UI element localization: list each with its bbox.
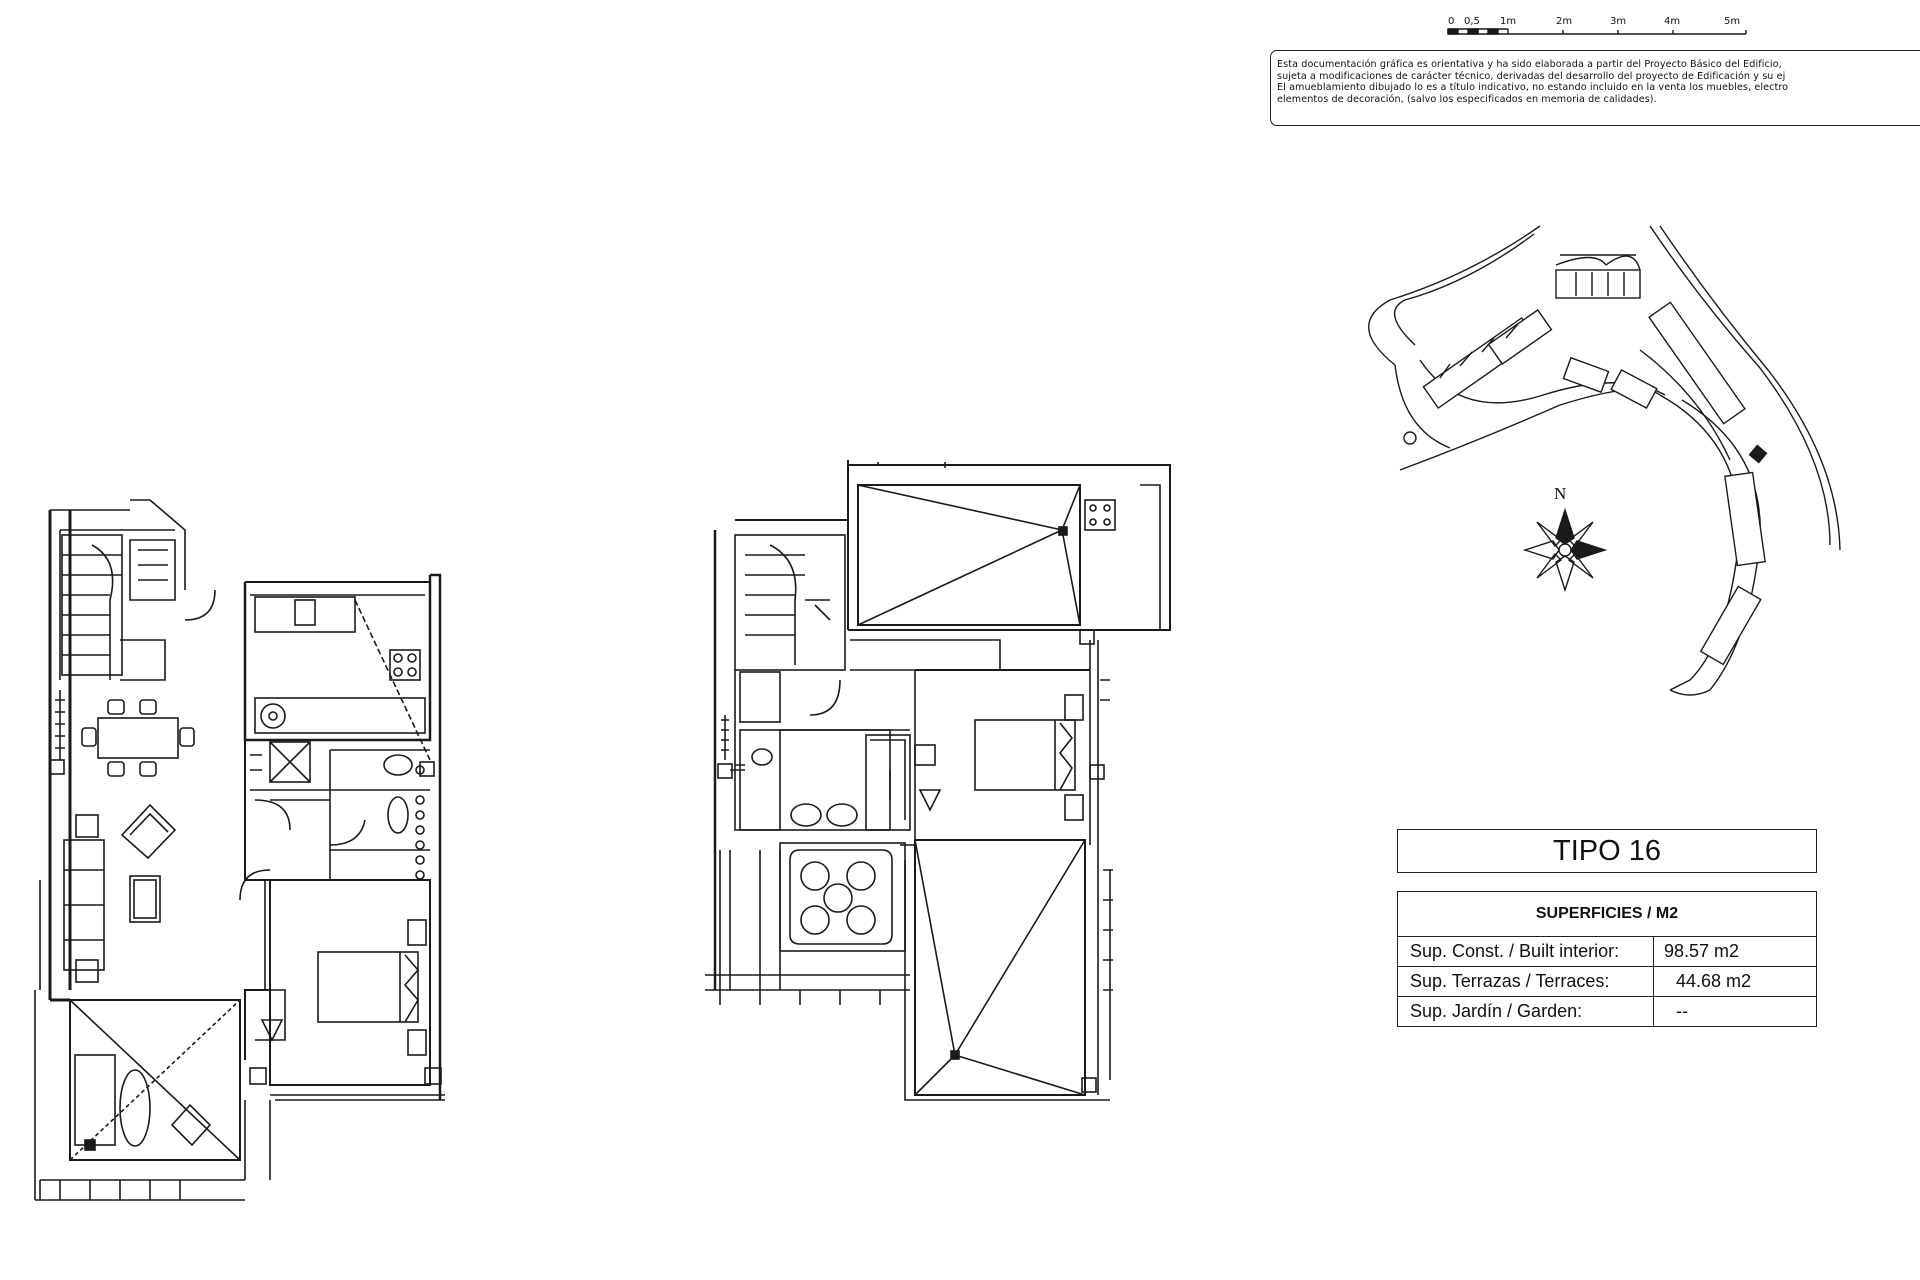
scale-tick-label: 1m	[1500, 16, 1517, 27]
compass-rose	[1522, 507, 1608, 593]
building-blocks	[1422, 269, 1768, 666]
scale-bar	[1447, 28, 1747, 35]
scale-tick-label: 0	[1448, 16, 1455, 27]
surfaces-table: SUPERFICIES / M2 Sup. Const. / Built int…	[1397, 891, 1817, 1027]
surface-value: 98.57 m2	[1653, 936, 1817, 967]
disclaimer-line: Esta documentación gráfica es orientativ…	[1277, 59, 1782, 70]
disclaimer-line: sujeta a modificaciones de carácter técn…	[1277, 70, 1786, 82]
surface-value: --	[1653, 996, 1817, 1027]
scale-tick-label: 4m	[1664, 16, 1681, 27]
table-row: Sup. Terrazas / Terraces: 44.68 m2	[1397, 966, 1817, 997]
surface-value: 44.68 m2	[1653, 966, 1817, 997]
ground-floor-plan	[34, 499, 445, 1201]
disclaimer-line: elementos de decoración, (salvo los espe…	[1277, 93, 1657, 105]
upper-floor-plan	[705, 460, 1171, 1101]
surface-label: Sup. Const. / Built interior:	[1410, 941, 1620, 961]
surfaces-heading: SUPERFICIES / M2	[1397, 891, 1817, 937]
scale-tick-label: 0,5	[1464, 16, 1480, 27]
site-plan	[1368, 225, 1841, 696]
surface-label: Sup. Terrazas / Terraces:	[1397, 966, 1654, 997]
table-row: Sup. Jardín / Garden: --	[1397, 996, 1817, 1027]
scale-bar-labels: 0 0,5 1m 2m 3m 4m 5m	[1442, 16, 1762, 32]
north-label: N	[1554, 484, 1567, 503]
scale-tick-label: 2m	[1556, 16, 1573, 27]
scale-tick-label: 5m	[1724, 16, 1741, 27]
scale-tick-label: 3m	[1610, 16, 1627, 27]
surface-label: Sup. Jardín / Garden:	[1397, 996, 1654, 1027]
unit-type-title: TIPO 16	[1397, 829, 1817, 873]
table-row: Sup. Const. / Built interior: 98.57 m2	[1398, 936, 1817, 967]
disclaimer-line: El amueblamiento dibujado lo es a título…	[1277, 82, 1789, 93]
disclaimer-box: Esta documentación gráfica es orientativ…	[1270, 50, 1920, 126]
